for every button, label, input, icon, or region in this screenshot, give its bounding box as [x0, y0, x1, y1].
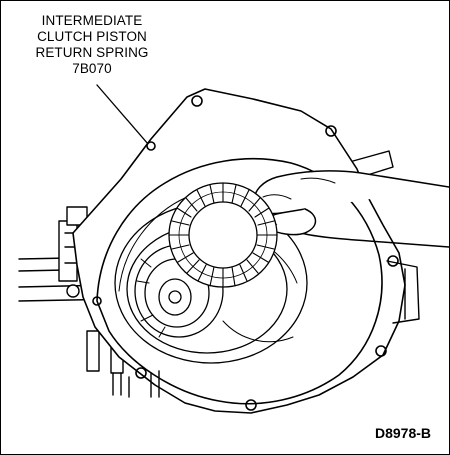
left-shaft-assembly: [18, 206, 130, 398]
technician-hand: [254, 170, 449, 248]
intermediate-clutch-piston-return-spring: [168, 182, 278, 288]
bottom-fasteners: [150, 370, 160, 398]
callout-line-1: INTERMEDIATE: [41, 13, 143, 28]
callout-line-3: RETURN SPRING: [35, 45, 149, 60]
figure-id: D8978-B: [374, 425, 431, 441]
callout-part-number: 7B070: [72, 61, 112, 76]
callout-line-2: CLUTCH PISTON: [37, 29, 147, 44]
right-housing-flange: [352, 150, 420, 324]
part-callout-label: INTERMEDIATE CLUTCH PISTON RETURN SPRING…: [1, 13, 183, 77]
